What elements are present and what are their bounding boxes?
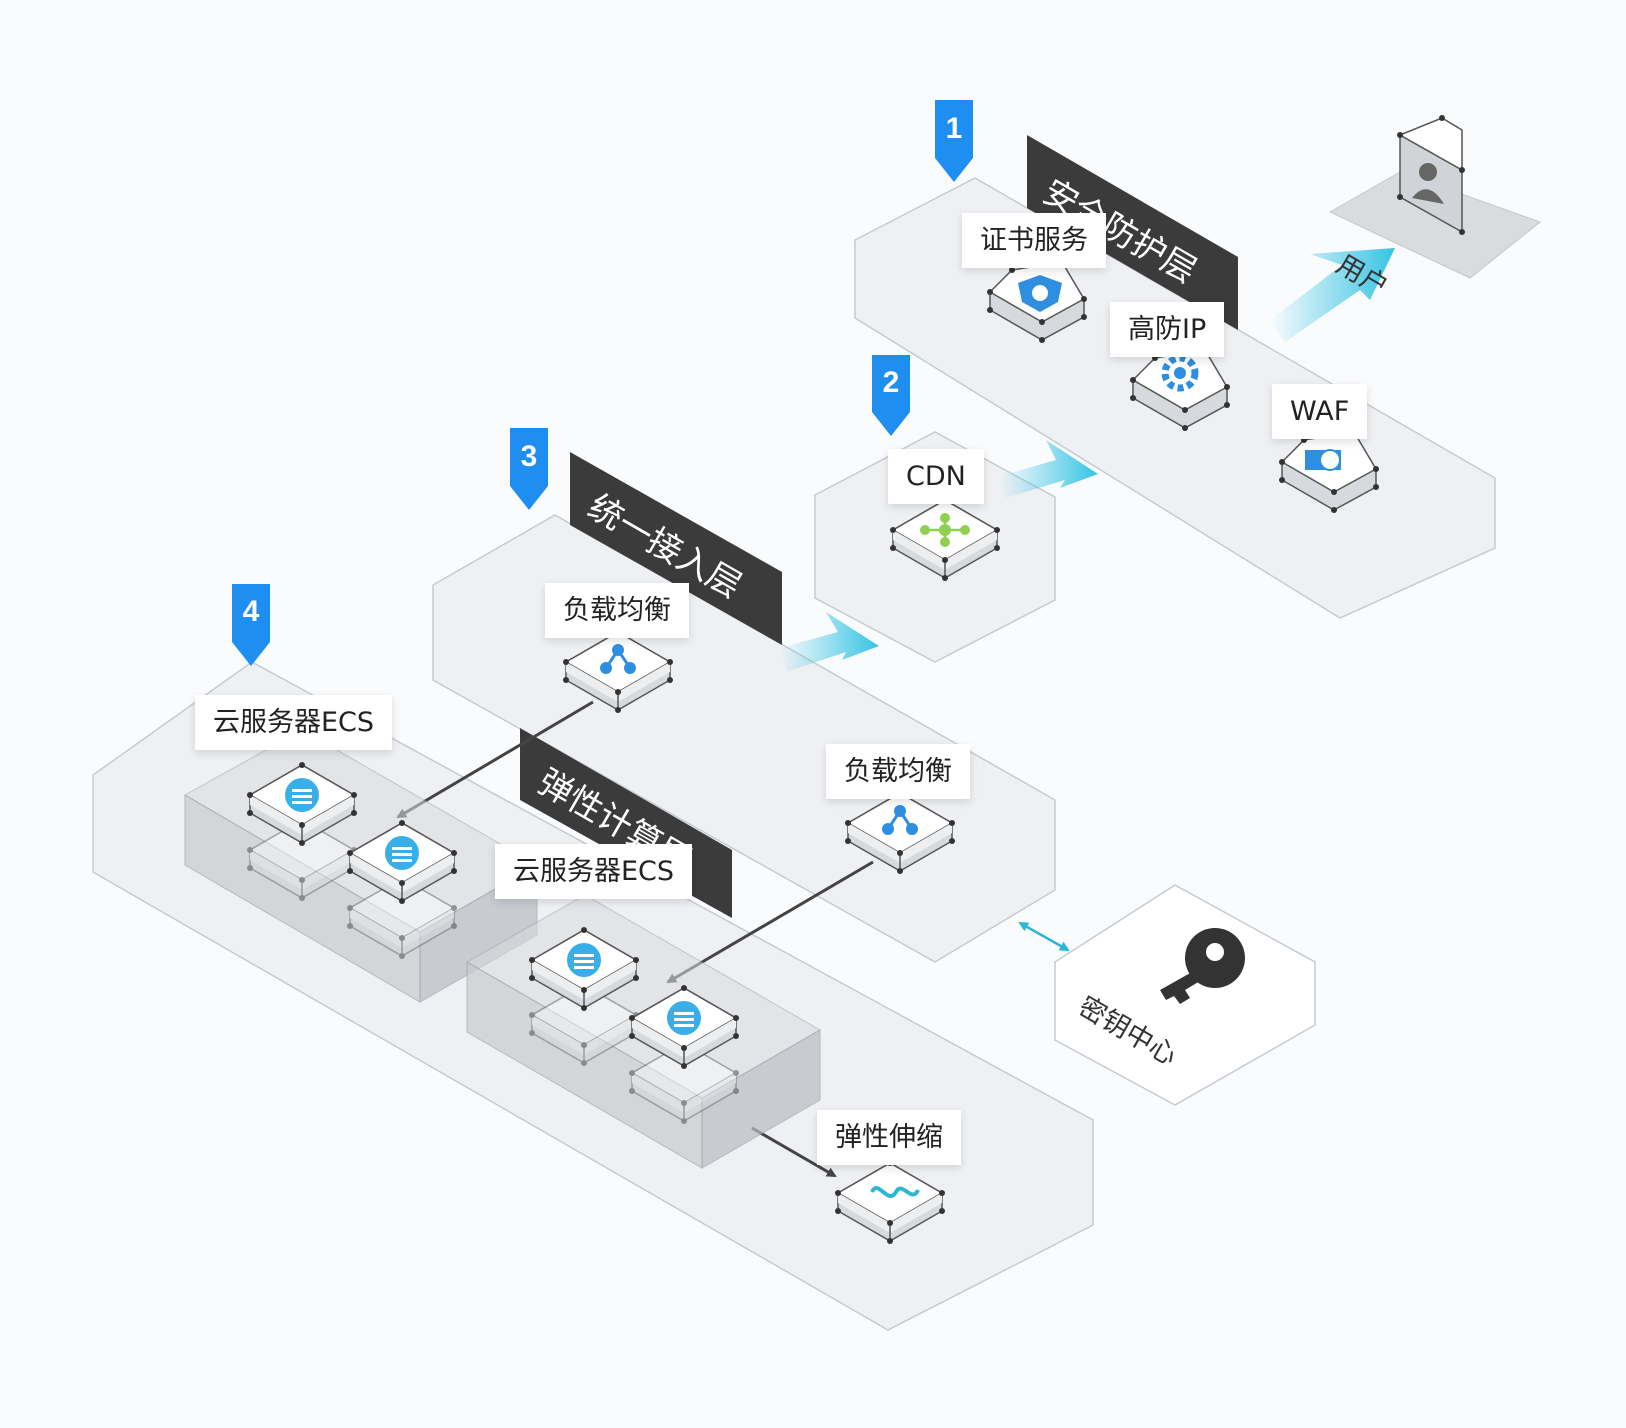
firewall-globe-icon (1305, 449, 1341, 471)
gear-icon (1161, 354, 1199, 392)
cloud-server-icon (567, 943, 601, 977)
cdn-box[interactable] (889, 496, 1001, 582)
user-icon (1412, 163, 1444, 204)
key-icon (1160, 928, 1245, 1004)
ecs2-to-scaling-arrow (751, 1126, 837, 1178)
slb-box-2[interactable] (844, 789, 956, 875)
step-number-4: 4 (242, 595, 260, 628)
anti-ddos-label: 高防IP (1110, 302, 1225, 357)
scaling-icon (870, 1186, 920, 1198)
user-platform (1328, 171, 1542, 279)
step-marker-3 (510, 428, 548, 510)
ecs-server-1a[interactable] (246, 761, 358, 902)
ecs-2-label: 云服务器ECS (495, 844, 693, 899)
step-number-3: 3 (520, 440, 538, 473)
auto-scaling-label: 弹性伸缩 (817, 1110, 961, 1165)
access-layer-title-bar (570, 452, 782, 645)
slb-2-label: 负载均衡 (826, 744, 970, 799)
cert-service-box[interactable] (986, 261, 1088, 344)
user-flow-arrow (1270, 248, 1395, 342)
slb-1-label: 负载均衡 (545, 583, 689, 638)
user-device[interactable] (1397, 115, 1465, 235)
ecs-1-label: 云服务器ECS (195, 695, 393, 750)
security-layer-title-bar (1027, 135, 1238, 330)
step-marker-2 (872, 355, 910, 436)
step-number-1: 1 (945, 112, 963, 145)
step-marker-1 (935, 100, 973, 182)
cloud-server-icon (285, 778, 319, 812)
shield-cloud-icon (1018, 275, 1062, 312)
step-number-2: 2 (882, 366, 900, 399)
slb1-to-ecs1-arrow (396, 700, 594, 819)
cdn-to-access-flow-arrow (780, 612, 879, 672)
anti-ddos-box[interactable] (1129, 349, 1231, 432)
slb-box-1[interactable] (562, 628, 674, 714)
access-kms-link (1018, 921, 1070, 952)
auto-scaling-box[interactable] (834, 1159, 946, 1245)
network-node-icon (920, 513, 970, 547)
cloud-server-icon (385, 836, 419, 870)
load-balancer-icon (882, 805, 918, 835)
ecs-server-1b[interactable] (346, 819, 458, 960)
ecs-server-2a[interactable] (528, 926, 640, 1067)
ecs-server-2b[interactable] (628, 984, 740, 1125)
waf-label: WAF (1272, 384, 1368, 439)
waf-box[interactable] (1278, 431, 1380, 514)
cloud-server-icon (667, 1001, 701, 1035)
load-balancer-icon (600, 644, 636, 674)
security-to-cdn-flow-arrow (1000, 440, 1098, 498)
step-marker-4 (232, 584, 270, 666)
cdn-label: CDN (888, 449, 984, 504)
cert-service-label: 证书服务 (962, 213, 1106, 268)
